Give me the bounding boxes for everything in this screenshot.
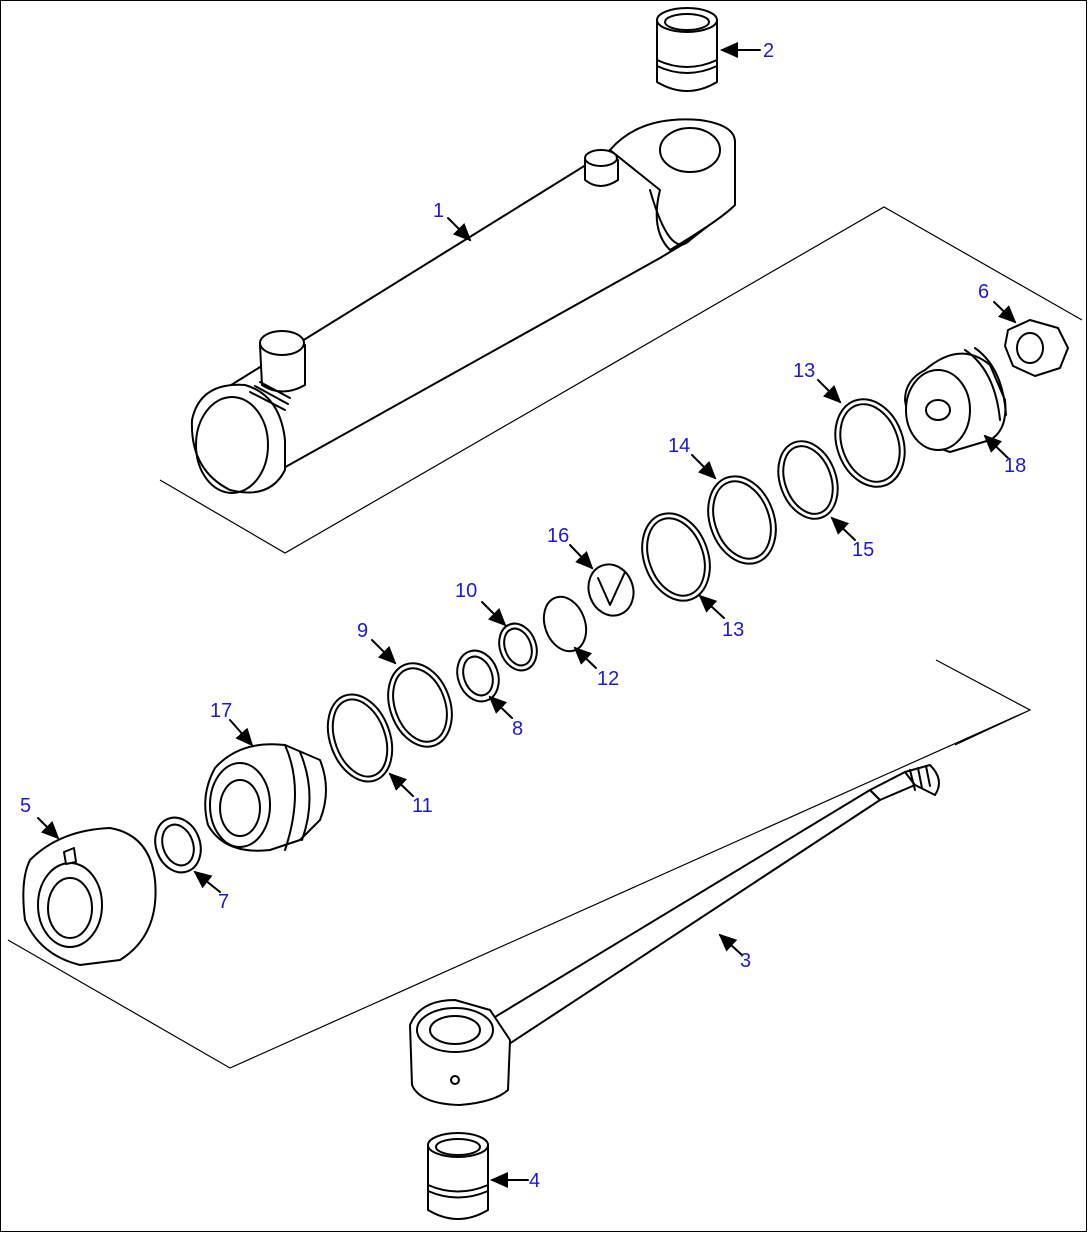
gland <box>204 743 327 852</box>
callout-9: 9 <box>357 620 368 642</box>
ring-12 <box>542 595 588 653</box>
callout-2: 2 <box>763 40 774 62</box>
callout-11: 11 <box>412 795 433 817</box>
seal-13-lower <box>641 512 711 602</box>
seal-11-inner <box>331 698 389 778</box>
callout-16: 16 <box>547 525 569 547</box>
nut <box>1004 319 1069 377</box>
ring-8-inner <box>462 655 494 697</box>
seal-13-upper <box>834 398 906 488</box>
callout-5: 5 <box>20 795 31 817</box>
ring-15 <box>777 440 839 520</box>
seal-9 <box>387 662 453 748</box>
seal-11 <box>326 693 394 783</box>
bushing-top <box>656 7 718 92</box>
callout-1: 1 <box>433 200 444 222</box>
cylinder-assembly-outline <box>159 206 1083 554</box>
bushing-bottom <box>427 1132 489 1220</box>
ring-10-inner <box>503 627 533 667</box>
ring-15-inner <box>782 445 834 515</box>
callout-13-upper: 13 <box>793 360 815 382</box>
piston-rod <box>409 764 940 1106</box>
callout-13-lower: 13 <box>722 619 744 641</box>
callout-15: 15 <box>852 539 874 561</box>
ring-14 <box>707 475 777 565</box>
leader-arrows <box>37 42 1017 1188</box>
callout-8: 8 <box>512 718 523 740</box>
callout-3: 3 <box>740 950 751 972</box>
callout-10: 10 <box>455 580 477 602</box>
cylinder-tube <box>190 118 736 494</box>
wiper-7 <box>154 816 202 874</box>
seal-13-lower-inner <box>646 517 706 597</box>
piston <box>904 347 1007 453</box>
ring-14-inner <box>712 480 772 560</box>
head-nut <box>22 827 157 966</box>
ring-10 <box>498 622 538 672</box>
seal-13-upper-inner <box>839 403 901 483</box>
callout-7: 7 <box>218 891 229 913</box>
callout-6: 6 <box>978 281 989 303</box>
ball-16 <box>587 563 635 617</box>
callout-12: 12 <box>597 668 619 690</box>
rod-assembly-outline <box>7 659 1032 1069</box>
callout-14: 14 <box>668 435 690 457</box>
callout-17: 17 <box>210 700 232 722</box>
callout-4: 4 <box>529 1170 540 1192</box>
ring-8 <box>456 649 500 703</box>
seal-9-inner <box>392 667 448 743</box>
callout-18: 18 <box>1004 455 1026 477</box>
